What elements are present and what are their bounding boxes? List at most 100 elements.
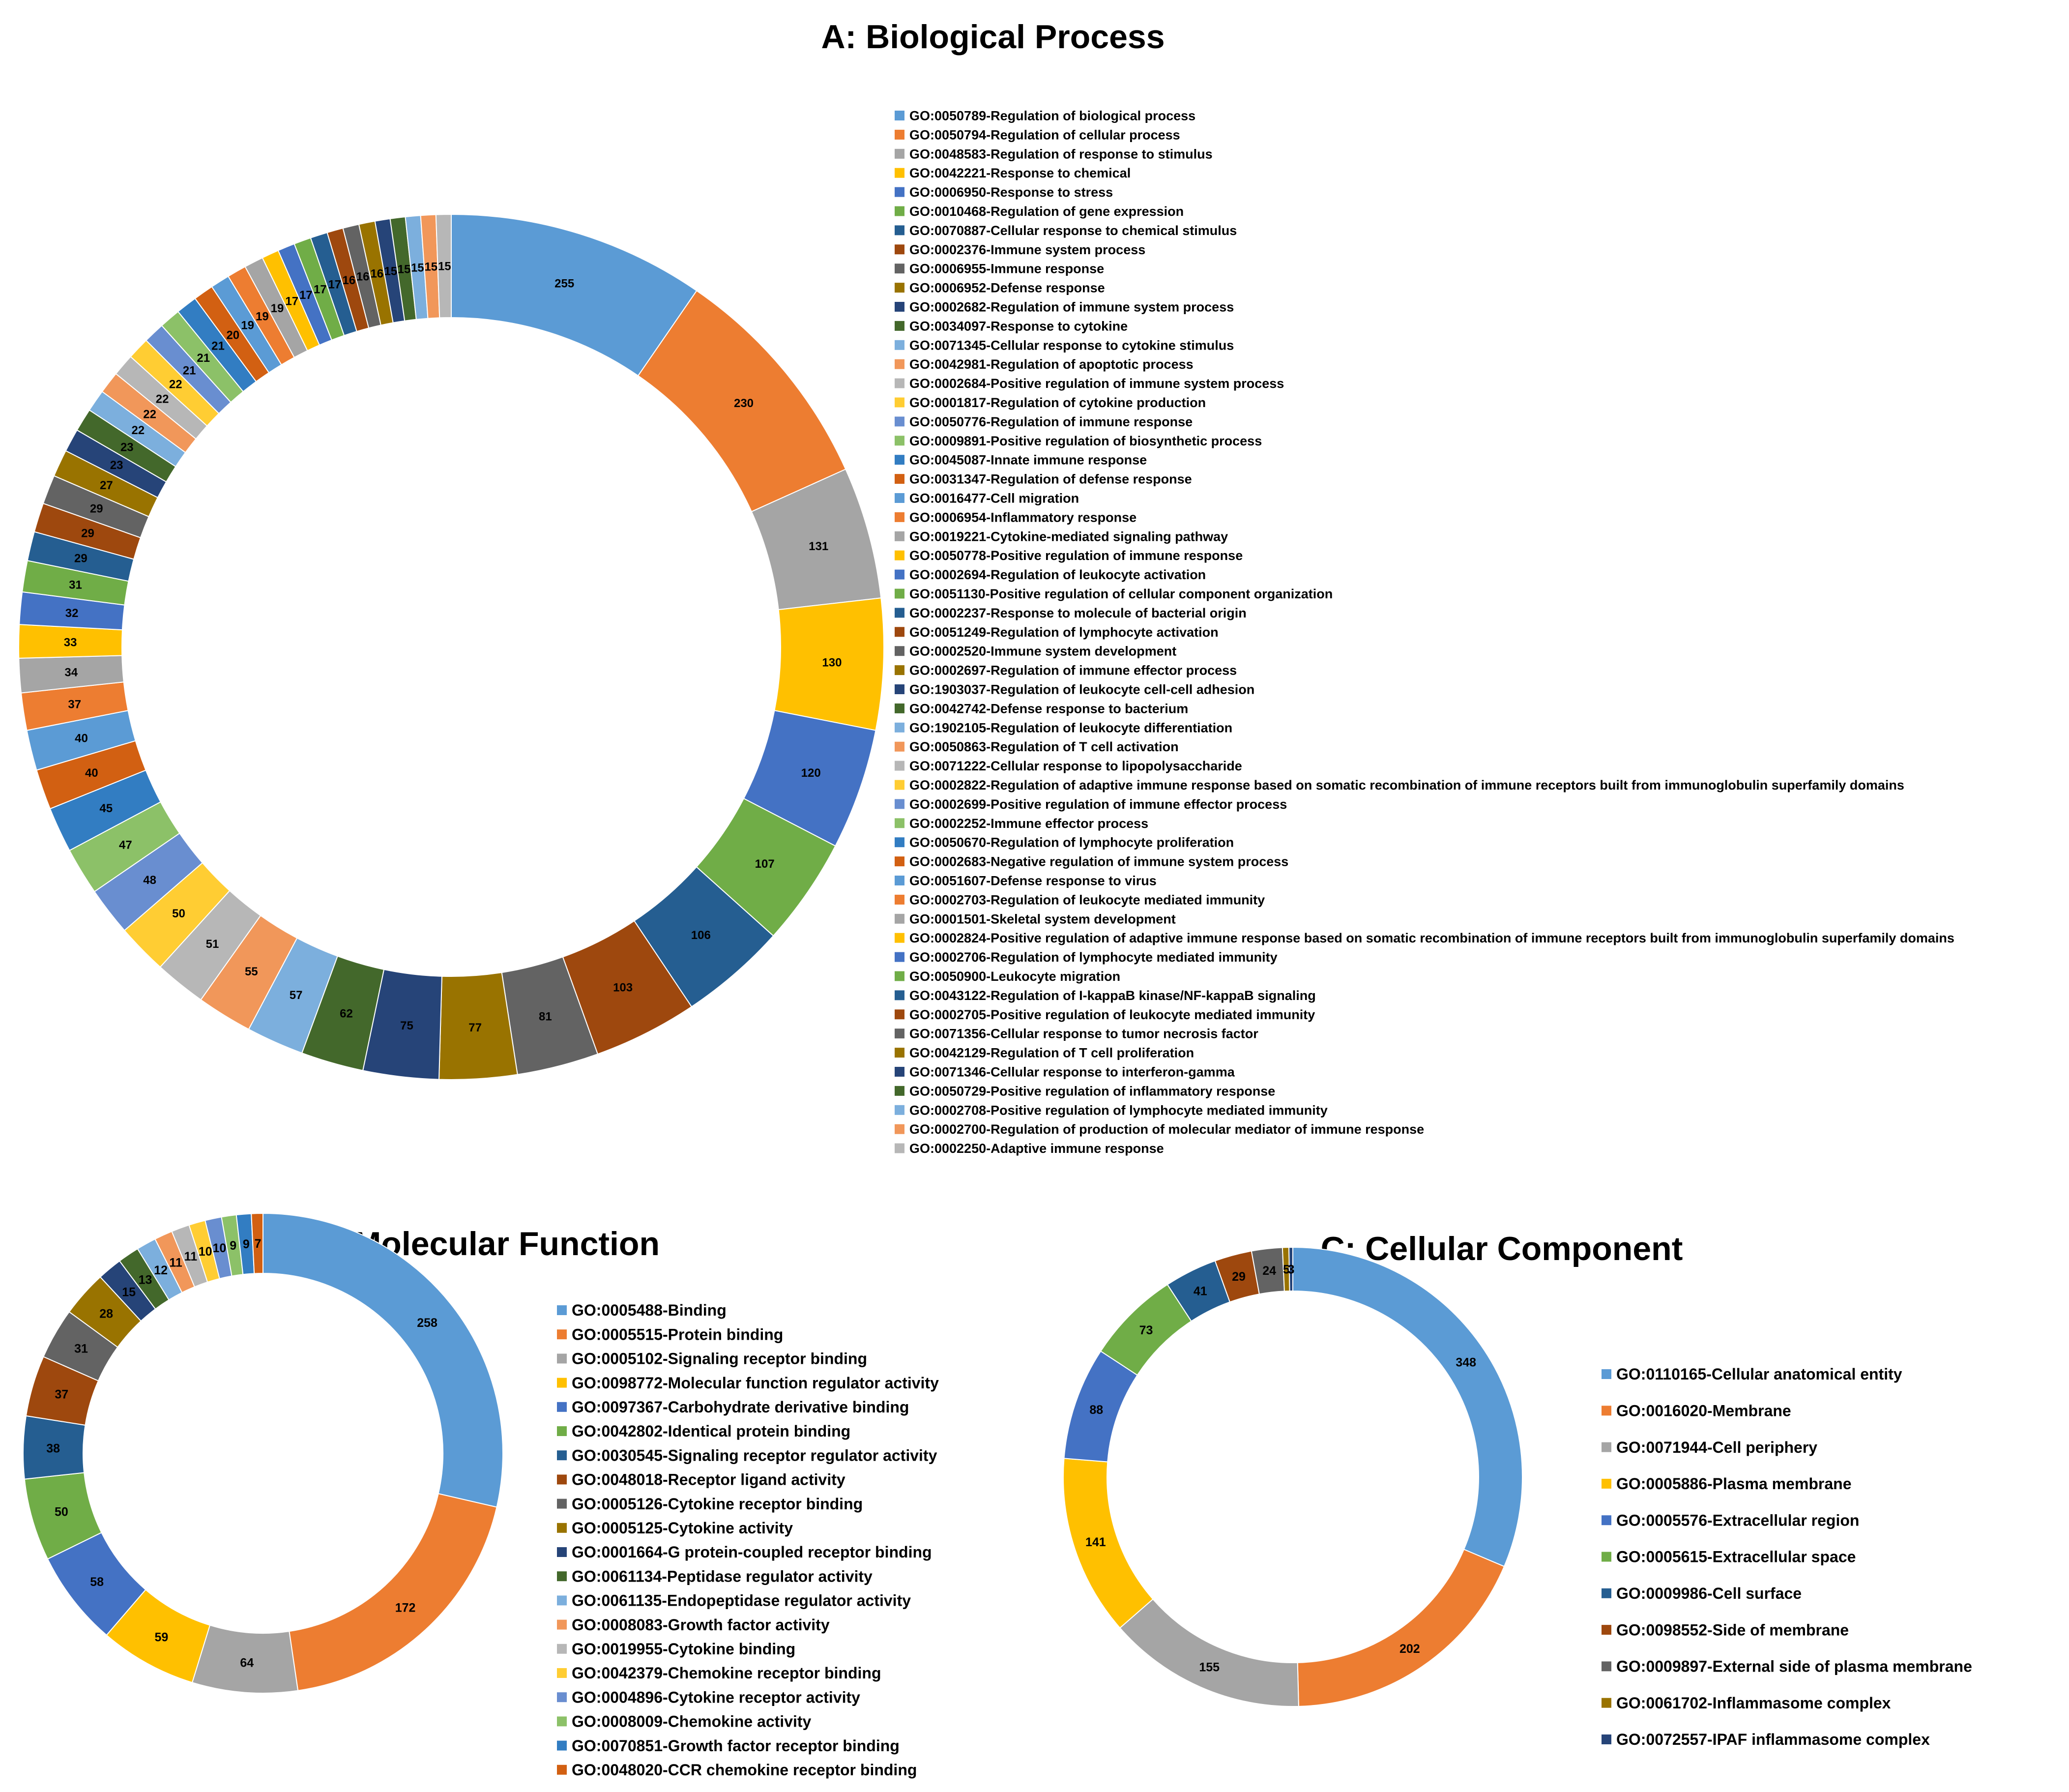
legend-swatch <box>557 1740 567 1751</box>
legend-entry: GO:0005615-Extracellular space <box>1616 1548 1856 1566</box>
legend-swatch <box>557 1378 567 1388</box>
data-label: 22 <box>156 392 169 406</box>
legend-swatch <box>895 436 904 446</box>
legend-entry: GO:0050794-Regulation of cellular proces… <box>909 127 1180 142</box>
data-label: 172 <box>395 1601 416 1615</box>
legend-entry: GO:0008083-Growth factor activity <box>572 1616 830 1634</box>
data-label: 34 <box>64 666 78 679</box>
data-label: 20 <box>226 328 239 342</box>
data-label: 16 <box>356 270 370 284</box>
legend-swatch <box>557 1426 567 1436</box>
legend-swatch <box>895 225 904 235</box>
legend-entry: GO:0005515-Protein binding <box>572 1325 783 1343</box>
legend-swatch <box>1602 1442 1611 1452</box>
data-label: 9 <box>243 1237 250 1251</box>
legend-swatch <box>557 1305 567 1315</box>
legend-swatch <box>557 1498 567 1509</box>
data-label: 41 <box>1194 1285 1207 1298</box>
legend-swatch <box>895 856 904 867</box>
legend-entry: GO:0002252-Immune effector process <box>909 816 1148 831</box>
legend-entry: GO:0061135-Endopeptidase regulator activ… <box>572 1592 911 1610</box>
data-label: 11 <box>184 1250 198 1263</box>
data-label: 29 <box>81 527 94 540</box>
data-label: 106 <box>691 929 711 942</box>
data-label: 19 <box>241 319 254 332</box>
data-label: 103 <box>613 981 633 994</box>
legend-swatch <box>895 913 904 924</box>
legend-entry: GO:0072557-IPAF inflammasome complex <box>1616 1731 1930 1748</box>
pie-slice <box>289 1493 497 1691</box>
legend-swatch <box>895 283 904 293</box>
data-label: 21 <box>211 340 225 353</box>
pie-slice <box>435 213 452 319</box>
panel-biological-process: A: Biological Process 255230131130120107… <box>18 18 1954 1156</box>
legend-swatch <box>557 1547 567 1557</box>
legend-swatch <box>557 1764 567 1775</box>
data-label: 17 <box>299 289 313 302</box>
data-label: 10 <box>212 1241 226 1255</box>
legend-swatch <box>557 1595 567 1606</box>
legend-entry: GO:0005125-Cytokine activity <box>572 1519 793 1537</box>
data-label: 16 <box>342 274 355 287</box>
legend-entry: GO:0002699-Positive regulation of immune… <box>909 797 1287 812</box>
data-label: 88 <box>1089 1403 1103 1417</box>
legend-swatch <box>895 129 904 140</box>
pie-slice <box>1297 1549 1505 1707</box>
legend-entry: GO:0070887-Cellular response to chemical… <box>909 223 1237 238</box>
legend-entry: GO:0002683-Negative regulation of immune… <box>909 854 1288 869</box>
legend-entry: GO:0050789-Regulation of biological proc… <box>909 108 1195 123</box>
data-label: 33 <box>64 636 77 649</box>
pie-slice <box>1063 1458 1154 1629</box>
data-label: 255 <box>554 277 574 290</box>
legend-swatch <box>895 780 904 790</box>
legend-swatch <box>1602 1552 1611 1562</box>
legend-swatch <box>895 359 904 369</box>
data-label: 17 <box>328 278 341 292</box>
legend-swatch <box>557 1668 567 1678</box>
legend-swatch <box>895 321 904 331</box>
data-label: 59 <box>154 1630 168 1644</box>
legend-entry: GO:0002824-Positive regulation of adapti… <box>909 931 1954 945</box>
data-label: 141 <box>1085 1535 1106 1549</box>
legend-entry: GO:0005886-Plasma membrane <box>1616 1475 1851 1493</box>
legend-entry: GO:0110165-Cellular anatomical entity <box>1616 1365 1902 1383</box>
data-label: 62 <box>340 1007 353 1020</box>
legend-entry: GO:0042742-Defense response to bacterium <box>909 701 1188 716</box>
data-label: 230 <box>734 397 754 410</box>
legend-entry: GO:0010468-Regulation of gene expression <box>909 204 1184 219</box>
data-label: 23 <box>120 441 134 454</box>
legend-entry: GO:0050863-Regulation of T cell activati… <box>909 739 1179 754</box>
legend-entry: GO:0034097-Response to cytokine <box>909 319 1128 333</box>
legend-entry: GO:0048020-CCR chemokine receptor bindin… <box>572 1761 917 1779</box>
data-label: 17 <box>314 283 327 296</box>
data-label: 15 <box>122 1285 136 1299</box>
data-label: 50 <box>172 907 185 920</box>
legend-entry: GO:0008009-Chemokine activity <box>572 1713 812 1731</box>
data-label: 32 <box>65 607 79 620</box>
data-label: 64 <box>240 1656 254 1670</box>
data-label: 155 <box>1199 1661 1220 1674</box>
data-label: 22 <box>169 378 182 391</box>
legend-swatch <box>895 531 904 541</box>
pie-slice <box>1292 1246 1523 1567</box>
data-label: 50 <box>55 1505 68 1519</box>
legend-swatch <box>895 722 904 733</box>
data-label: 38 <box>46 1441 60 1455</box>
data-label: 37 <box>68 698 81 711</box>
legend-entry: GO:0004896-Cytokine receptor activity <box>572 1688 860 1706</box>
data-label: 15 <box>384 264 397 278</box>
legend-entry: GO:0009986-Cell surface <box>1616 1585 1802 1602</box>
legend-entry: GO:0042379-Chemokine receptor binding <box>572 1664 881 1682</box>
legend-entry: GO:0051607-Defense response to virus <box>909 874 1157 888</box>
legend-entry: GO:0042981-Regulation of apoptotic proce… <box>909 357 1194 372</box>
legend-swatch <box>895 512 904 522</box>
legend-entry: GO:0042802-Identical protein binding <box>572 1422 850 1440</box>
legend-entry: GO:0002700-Regulation of production of m… <box>909 1122 1424 1137</box>
legend-swatch <box>895 397 904 408</box>
data-label: 15 <box>398 263 411 276</box>
legend-swatch <box>895 588 904 599</box>
legend-entry: GO:0051249-Regulation of lymphocyte acti… <box>909 625 1219 640</box>
legend-swatch <box>1602 1369 1611 1379</box>
legend-entry: GO:0030545-Signaling receptor regulator … <box>572 1446 937 1464</box>
data-label: 15 <box>424 261 437 274</box>
